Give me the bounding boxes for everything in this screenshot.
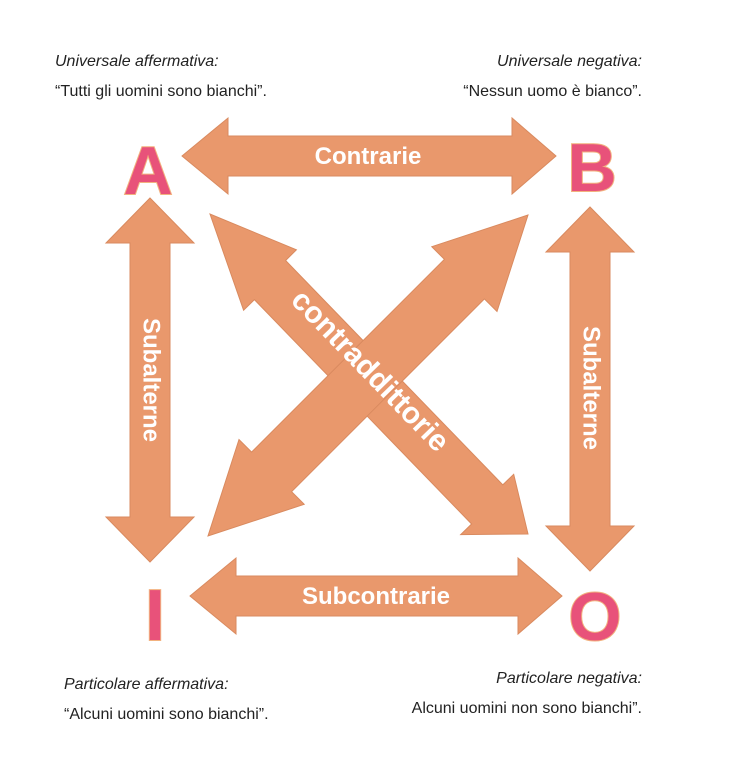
universal-negative-kind: Universale negativa: — [497, 53, 642, 70]
particular-affirmative-caption: Particolare affermativa: “Alcuni uomini … — [64, 674, 269, 725]
particular-affirmative-example: “Alcuni uomini sono bianchi”. — [64, 705, 269, 723]
subalterne-left-arrow — [104, 197, 196, 563]
letter-b: B — [567, 130, 616, 206]
universal-negative-example: “Nessun uomo è bianco”. — [463, 82, 642, 100]
universal-affirmative-example: “Tutti gli uomini sono bianchi”. — [55, 82, 267, 100]
subalterne-right-label: Subalterne — [578, 326, 605, 450]
contrarie-arrow — [181, 116, 557, 196]
contraddittorie-arrow-2 — [207, 214, 529, 537]
contrarie-label: Contrarie — [315, 143, 422, 170]
letter-o: O — [569, 579, 622, 655]
letter-a: A — [123, 133, 172, 209]
subcontrarie-arrow — [189, 556, 563, 636]
subcontrarie-label: Subcontrarie — [302, 583, 450, 610]
subalterne-left-label: Subalterne — [138, 318, 165, 442]
particular-negative-kind: Particolare negativa: — [496, 670, 642, 687]
particular-affirmative-kind: Particolare affermativa: — [64, 676, 229, 693]
universal-negative-caption: Universale negativa: “Nessun uomo è bian… — [463, 51, 642, 102]
particular-negative-caption: Particolare negativa: Alcuni uomini non … — [412, 668, 642, 719]
letter-i: I — [145, 576, 165, 656]
universal-affirmative-caption: Universale affermativa: “Tutti gli uomin… — [55, 51, 267, 102]
universal-affirmative-kind: Universale affermativa: — [55, 53, 219, 70]
subalterne-right-arrow — [544, 206, 636, 572]
particular-negative-example: Alcuni uomini non sono bianchi”. — [411, 699, 642, 717]
